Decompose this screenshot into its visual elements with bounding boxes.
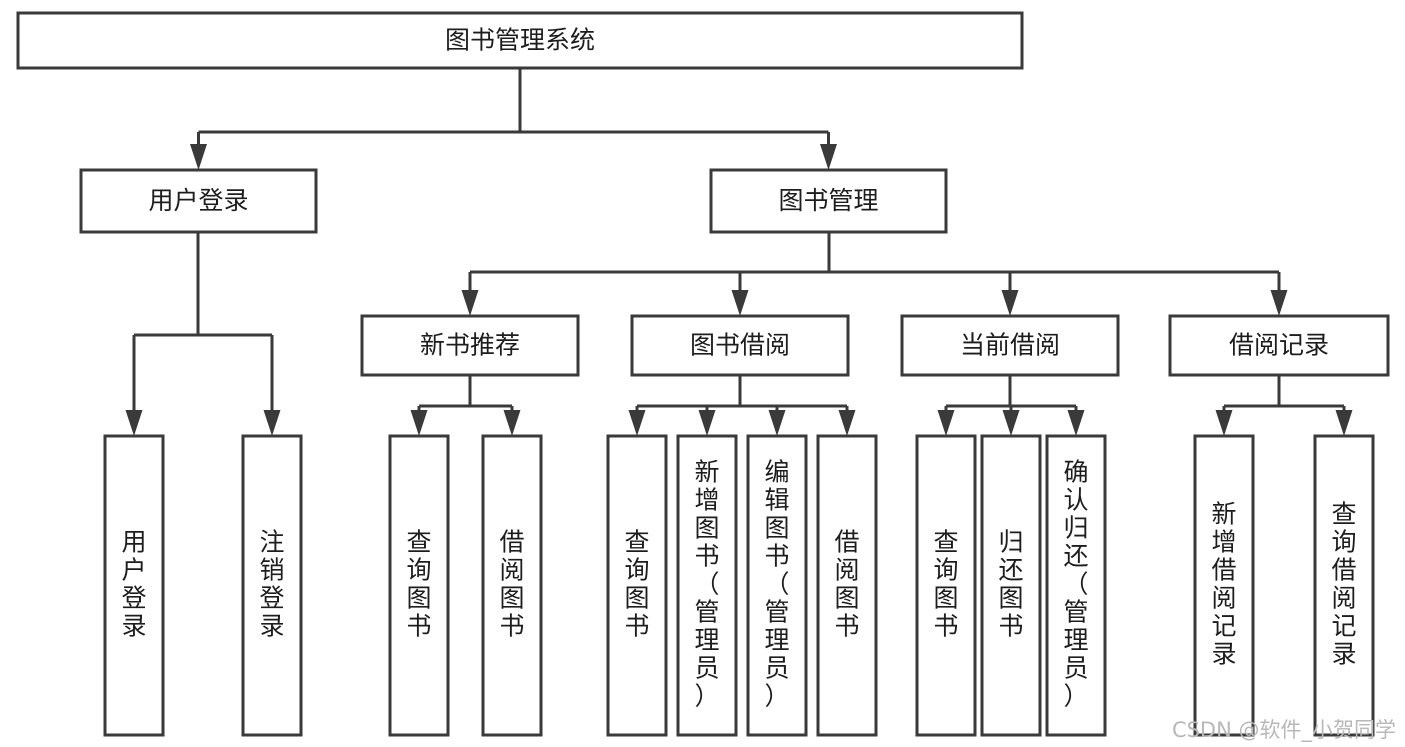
- node-label-leaf-edit-book-admin: 编辑图书（管理员）: [764, 458, 789, 711]
- arrow-head-icon: [628, 410, 646, 436]
- arrow-head-icon: [1215, 410, 1233, 436]
- node-leaf-add-borrow-record[interactable]: 新增借阅记录: [1193, 434, 1255, 737]
- node-box-leaf-add-borrow-record[interactable]: [1193, 434, 1255, 737]
- node-box-leaf-query-borrow-record[interactable]: [1313, 434, 1375, 737]
- node-box-leaf-edit-book-admin[interactable]: [746, 434, 808, 737]
- node-label-borrow-record: 借阅记录: [1229, 331, 1329, 360]
- node-box-book-management[interactable]: [709, 168, 948, 234]
- connectors-layer: [125, 68, 1353, 436]
- node-box-leaf-return-book[interactable]: [980, 434, 1042, 737]
- node-box-book-borrow[interactable]: [630, 314, 850, 377]
- arrow-head-icon: [838, 410, 856, 436]
- node-borrow-record[interactable]: 借阅记录: [1168, 314, 1390, 377]
- node-label-book-management: 图书管理: [778, 186, 878, 215]
- node-leaf-return-book[interactable]: 归还图书: [980, 434, 1042, 737]
- node-box-borrow-record[interactable]: [1168, 314, 1390, 377]
- node-box-current-borrow[interactable]: [900, 314, 1120, 377]
- node-box-leaf-user-logout[interactable]: [241, 434, 303, 737]
- arrow-head-icon: [263, 410, 281, 436]
- node-box-leaf-query-book-recommend[interactable]: [388, 434, 450, 737]
- arrow-head-icon: [125, 410, 143, 436]
- arrow-head-icon: [698, 410, 716, 436]
- connector-conn-userlogin-to-leaves: [125, 232, 281, 436]
- arrow-head-icon: [410, 410, 428, 436]
- arrow-head-icon: [731, 290, 749, 316]
- node-label-root: 图书管理系统: [445, 26, 595, 55]
- arrow-head-icon: [503, 410, 521, 436]
- node-label-user-login: 用户登录: [148, 186, 248, 215]
- arrow-head-icon: [1335, 410, 1353, 436]
- arrow-head-icon: [190, 144, 207, 170]
- node-label-leaf-add-borrow-record: 新增借阅记录: [1211, 500, 1236, 669]
- node-leaf-borrow-book[interactable]: 借阅图书: [816, 434, 878, 737]
- node-label-leaf-user-logout: 注销登录: [259, 528, 284, 641]
- node-box-leaf-user-login[interactable]: [103, 434, 165, 737]
- arrow-head-icon: [1270, 290, 1288, 316]
- node-box-leaf-query-book-current[interactable]: [915, 434, 977, 737]
- node-leaf-query-borrow-record[interactable]: 查询借阅记录: [1313, 434, 1375, 737]
- node-leaf-borrow-book-recommend[interactable]: 借阅图书: [481, 434, 543, 737]
- node-current-borrow[interactable]: 当前借阅: [900, 314, 1120, 377]
- node-box-leaf-borrow-book-recommend[interactable]: [481, 434, 543, 737]
- arrow-head-icon: [768, 410, 786, 436]
- node-book-management[interactable]: 图书管理: [709, 168, 948, 234]
- node-box-leaf-add-book-admin[interactable]: [676, 434, 738, 737]
- node-box-leaf-query-book-borrow[interactable]: [606, 434, 668, 737]
- node-box-leaf-confirm-return-admin[interactable]: [1045, 434, 1107, 737]
- node-leaf-confirm-return-admin[interactable]: 确认归还（管理员）: [1045, 434, 1107, 737]
- node-label-leaf-return-book: 归还图书: [998, 528, 1023, 641]
- node-label-leaf-borrow-book: 借阅图书: [834, 528, 859, 641]
- node-leaf-query-book-borrow[interactable]: 查询图书: [606, 434, 668, 737]
- node-label-current-borrow: 当前借阅: [960, 331, 1060, 360]
- node-leaf-query-book-current[interactable]: 查询图书: [915, 434, 977, 737]
- node-label-leaf-user-login: 用户登录: [121, 528, 146, 641]
- nodes-layer: 图书管理系统用户登录图书管理新书推荐图书借阅当前借阅借阅记录用户登录注销登录查询…: [16, 11, 1390, 737]
- node-box-new-book-recommend[interactable]: [360, 314, 580, 377]
- arrow-head-icon: [1001, 290, 1019, 316]
- node-new-book-recommend[interactable]: 新书推荐: [360, 314, 580, 377]
- node-book-borrow[interactable]: 图书借阅: [630, 314, 850, 377]
- node-root[interactable]: 图书管理系统: [16, 11, 1024, 70]
- node-leaf-query-book-recommend[interactable]: 查询图书: [388, 434, 450, 737]
- node-leaf-user-login[interactable]: 用户登录: [103, 434, 165, 737]
- connector-conn-root-to-level2: [190, 68, 837, 170]
- node-box-root[interactable]: [16, 11, 1024, 70]
- connector-conn-borrow-to-leaves: [628, 375, 856, 436]
- arrow-head-icon: [461, 290, 479, 316]
- connector-conn-current-to-leaves: [937, 375, 1085, 436]
- node-label-leaf-add-book-admin: 新增图书（管理员）: [694, 458, 719, 711]
- watermark-label: CSDN @软件_小贺同学: [1172, 718, 1396, 743]
- node-label-leaf-query-book-recommend: 查询图书: [406, 528, 431, 641]
- node-user-login[interactable]: 用户登录: [79, 168, 318, 234]
- node-box-leaf-borrow-book[interactable]: [816, 434, 878, 737]
- connector-conn-record-to-leaves: [1215, 375, 1353, 436]
- node-label-leaf-query-book-borrow: 查询图书: [624, 528, 649, 641]
- node-label-leaf-confirm-return-admin: 确认归还（管理员）: [1063, 458, 1088, 711]
- node-box-user-login[interactable]: [79, 168, 318, 234]
- arrow-head-icon: [1067, 410, 1085, 436]
- node-label-leaf-query-borrow-record: 查询借阅记录: [1331, 500, 1356, 669]
- node-label-leaf-borrow-book-recommend: 借阅图书: [499, 528, 524, 641]
- arrow-head-icon: [1002, 410, 1020, 436]
- node-label-new-book-recommend: 新书推荐: [420, 331, 520, 360]
- connector-conn-bookmgmt-to-level3: [461, 232, 1288, 316]
- arrow-head-icon: [937, 410, 955, 436]
- arrow-head-icon: [820, 144, 837, 170]
- connector-conn-recommend-to-leaves: [410, 375, 521, 436]
- node-leaf-edit-book-admin[interactable]: 编辑图书（管理员）: [746, 434, 808, 737]
- node-label-leaf-query-book-current: 查询图书: [933, 528, 958, 641]
- node-leaf-user-logout[interactable]: 注销登录: [241, 434, 303, 737]
- node-leaf-add-book-admin[interactable]: 新增图书（管理员）: [676, 434, 738, 737]
- node-label-book-borrow: 图书借阅: [690, 331, 790, 360]
